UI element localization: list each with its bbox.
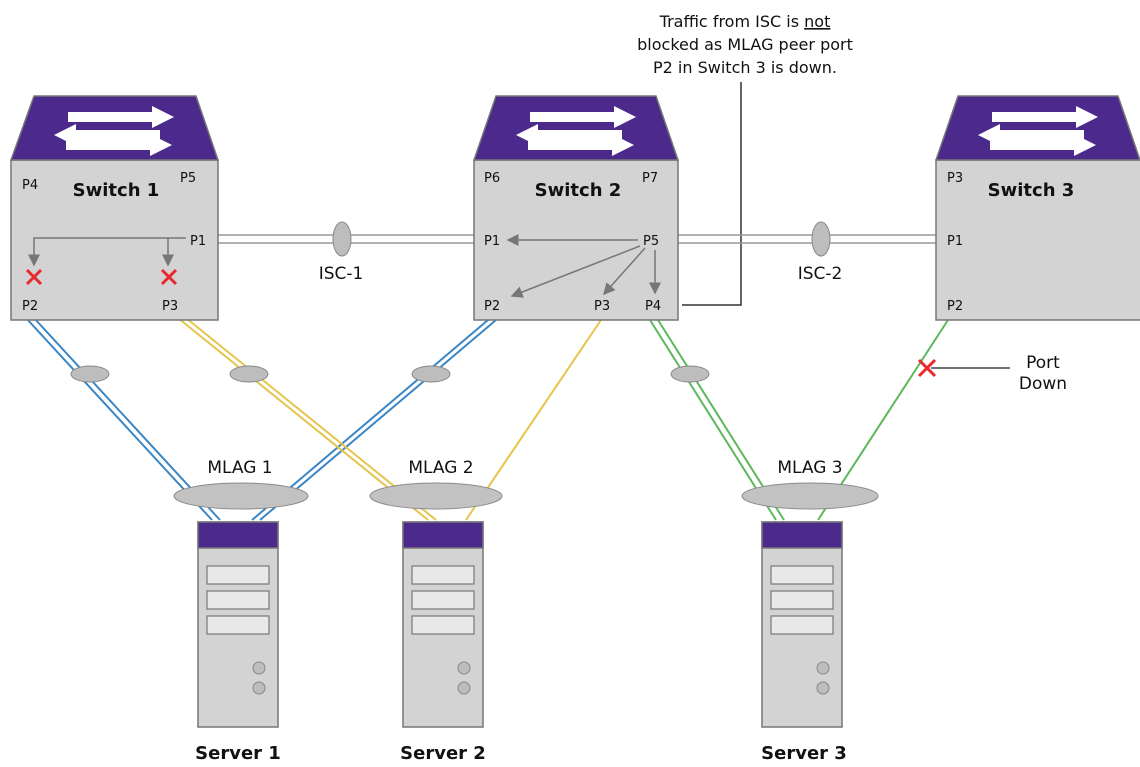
- switch-2-title: Switch 2: [535, 180, 622, 201]
- annotation-pointer: [682, 82, 742, 306]
- lag-ellipse-4: [670, 365, 710, 383]
- switch-1-port-p5: P5: [180, 171, 196, 186]
- switch-1-port-p1: P1: [190, 234, 206, 249]
- mlag-1-label: MLAG 1: [207, 458, 272, 478]
- switch-3-port-p2: P2: [947, 299, 963, 314]
- server-2: Server 2: [400, 521, 486, 764]
- isc-1-label: ISC-1: [319, 264, 364, 284]
- switch-1-port-p4: P4: [22, 178, 38, 193]
- blocked-cross-icon: [160, 268, 178, 286]
- switch-2-port-p2: P2: [484, 299, 500, 314]
- switch-3-title: Switch 3: [988, 180, 1075, 201]
- switch-top: [472, 95, 680, 161]
- switch-2-port-p3: P3: [594, 299, 610, 314]
- lag-ellipse-3: [411, 365, 451, 383]
- cross-icon: [917, 358, 937, 378]
- switch-3: P3 Switch 3 P1 P2: [934, 95, 1140, 321]
- switch-1-port-p3: P3: [162, 299, 178, 314]
- annotation-line1-pre: Traffic from ISC is: [659, 12, 804, 31]
- flow-arrow-p5-p2: [510, 245, 641, 298]
- switch-1-title: Switch 1: [73, 180, 160, 201]
- switch-2: P6 P7 Switch 2 P1 P5 P2 P3 P4: [472, 95, 680, 321]
- link-s2p2-server1: [251, 319, 497, 521]
- switch-3-port-p3: P3: [947, 171, 963, 186]
- lag-ellipse-1: [70, 365, 110, 383]
- switch-arrows-icon: [54, 106, 174, 156]
- switch-3-port-p1: P1: [947, 234, 963, 249]
- mlag-1: MLAG 1: [173, 458, 309, 510]
- isc-2-label: ISC-2: [798, 264, 843, 284]
- link-s1p2-server1: [25, 317, 221, 521]
- isc-2-link: ISC-2: [678, 221, 936, 284]
- mlag-2-label: MLAG 2: [408, 458, 473, 478]
- annotation: Traffic from ISC is not blocked as MLAG …: [637, 12, 853, 306]
- mlag-3: MLAG 3: [741, 458, 879, 510]
- server-1-label: Server 1: [195, 743, 281, 764]
- annotation-line1-emph: not: [804, 12, 830, 31]
- server-1: Server 1: [195, 521, 281, 764]
- port-down-line2: Down: [1019, 374, 1067, 394]
- mlag-2: MLAG 2: [369, 458, 503, 510]
- switch-top: [934, 95, 1140, 161]
- server-3-label: Server 3: [761, 743, 847, 764]
- annotation-line3: P2 in Switch 3 is down.: [653, 58, 837, 77]
- switch-1-port-p2: P2: [22, 299, 38, 314]
- port-down-marker: Port Down: [917, 353, 1067, 394]
- flow-arrow-p1-p2: [28, 237, 186, 267]
- port-down-line1: Port: [1026, 353, 1060, 373]
- switch-arrows-icon: [516, 106, 636, 156]
- server-3: Server 3: [761, 521, 847, 764]
- flow-arrow-p5-p3: [603, 247, 646, 296]
- isc-1-link: ISC-1: [218, 221, 474, 284]
- switch-2-port-p7: P7: [642, 171, 658, 186]
- switch-2-port-p4: P4: [645, 299, 661, 314]
- annotation-line2: blocked as MLAG peer port: [637, 35, 853, 54]
- switch-2-port-p5: P5: [643, 234, 659, 249]
- svg-text:Traffic from ISC is not: Traffic from ISC is not: [659, 12, 831, 31]
- link-s2p3-server2: [465, 319, 602, 521]
- switch-top: [9, 95, 220, 161]
- server-2-label: Server 2: [400, 743, 486, 764]
- switch-2-port-p1: P1: [484, 234, 500, 249]
- lag-ellipse-2: [229, 365, 269, 383]
- switch-2-port-p6: P6: [484, 171, 500, 186]
- switch-1: P4 P5 Switch 1 P1 P2 P3: [9, 95, 220, 321]
- switch-arrows-icon: [978, 106, 1098, 156]
- mlag-3-label: MLAG 3: [777, 458, 842, 478]
- blocked-cross-icon: [25, 268, 43, 286]
